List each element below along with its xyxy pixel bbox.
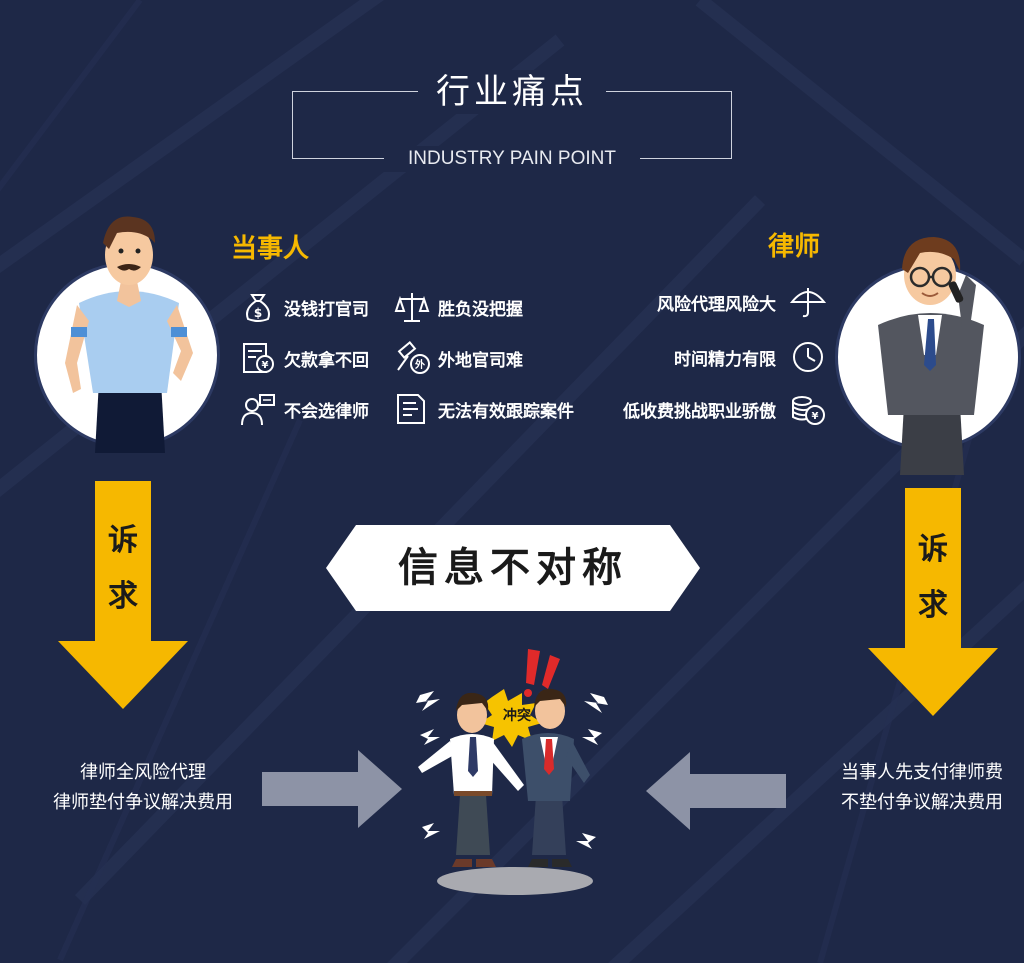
client-item-debt: ¥ 欠款拿不回 — [240, 340, 369, 376]
client-item-label: 无法有效跟踪案件 — [438, 401, 574, 422]
umbrella-icon — [789, 284, 827, 320]
client-item-remote: 外 外地官司难 — [394, 340, 523, 376]
client-arrow-char-2: 求 — [108, 579, 138, 614]
lawyer-demand-line: 不垫付争议解决费用 — [841, 792, 1003, 813]
conflict-scene: 冲突 — [400, 645, 630, 895]
lawyer-item-time: 时间精力有限 — [560, 339, 826, 375]
client-demand: 律师全风险代理 律师垫付争议解决费用 — [20, 758, 266, 818]
client-avatar — [34, 216, 220, 453]
lawyer-item-label: 低收费挑战职业骄傲 — [623, 401, 776, 422]
lawyer-item-label: 风险代理风险大 — [657, 294, 776, 315]
banner-label: 信息不对称 — [398, 545, 628, 591]
coins-icon: ¥ — [790, 391, 826, 427]
lawyer-item-label: 时间精力有限 — [674, 349, 776, 370]
lawyer-arrow-char-1: 诉 — [918, 532, 948, 567]
person-chat-icon — [240, 391, 276, 427]
lawyer-demand: 当事人先支付律师费 不垫付争议解决费用 — [820, 758, 1024, 818]
client-item-tracking: 无法有效跟踪案件 — [394, 391, 574, 427]
money-bag-icon: $ — [240, 289, 276, 325]
lawyer-demand-line: 当事人先支付律师费 — [841, 762, 1003, 783]
conflict-illustration — [416, 649, 608, 895]
client-title: 当事人 — [231, 234, 310, 264]
lawyer-arrow-char-2: 求 — [918, 588, 948, 623]
svg-text:外: 外 — [414, 358, 425, 371]
lawyer-avatar — [835, 237, 1021, 475]
client-figure — [65, 216, 193, 453]
conflict-badge: 冲突 — [503, 708, 531, 724]
client-item-label: 没钱打官司 — [284, 299, 369, 320]
left-pointing-arrow-icon — [646, 752, 786, 830]
document-icon — [394, 391, 430, 427]
lawyer-item-fee: 低收费挑战职业骄傲 ¥ — [520, 391, 826, 427]
invoice-icon: ¥ — [240, 340, 276, 376]
client-arrow-char-1: 诉 — [108, 523, 138, 558]
gavel-icon: 外 — [394, 340, 430, 376]
right-pointing-arrow-icon — [262, 750, 402, 828]
client-item-label: 外地官司难 — [438, 350, 523, 371]
client-item-choose-lawyer: 不会选律师 — [240, 391, 369, 427]
svg-text:¥: ¥ — [262, 360, 269, 371]
svg-text:¥: ¥ — [812, 411, 819, 422]
clock-icon — [790, 339, 826, 375]
client-demand-line: 律师垫付争议解决费用 — [53, 792, 233, 813]
lawyer-figure — [878, 237, 984, 475]
scale-icon — [394, 289, 430, 325]
svg-text:$: $ — [254, 306, 262, 320]
client-item-uncertain: 胜负没把握 — [394, 289, 523, 325]
page-title: 行业痛点 — [418, 70, 606, 114]
page-subtitle: INDUSTRY PAIN POINT — [384, 146, 640, 172]
client-item-label: 欠款拿不回 — [284, 350, 369, 371]
client-item-label: 胜负没把握 — [438, 299, 523, 320]
lawyer-demand-arrow: 诉 求 — [868, 488, 998, 716]
lawyer-title: 律师 — [768, 232, 821, 262]
client-item-no-money: $ 没钱打官司 — [240, 289, 369, 325]
client-demand-line: 律师全风险代理 — [80, 762, 206, 783]
client-demand-arrow: 诉 求 — [58, 481, 188, 709]
client-item-label: 不会选律师 — [284, 401, 369, 422]
lawyer-item-risk: 风险代理风险大 — [560, 284, 827, 320]
info-asymmetry-banner: 信息不对称 — [326, 525, 700, 611]
